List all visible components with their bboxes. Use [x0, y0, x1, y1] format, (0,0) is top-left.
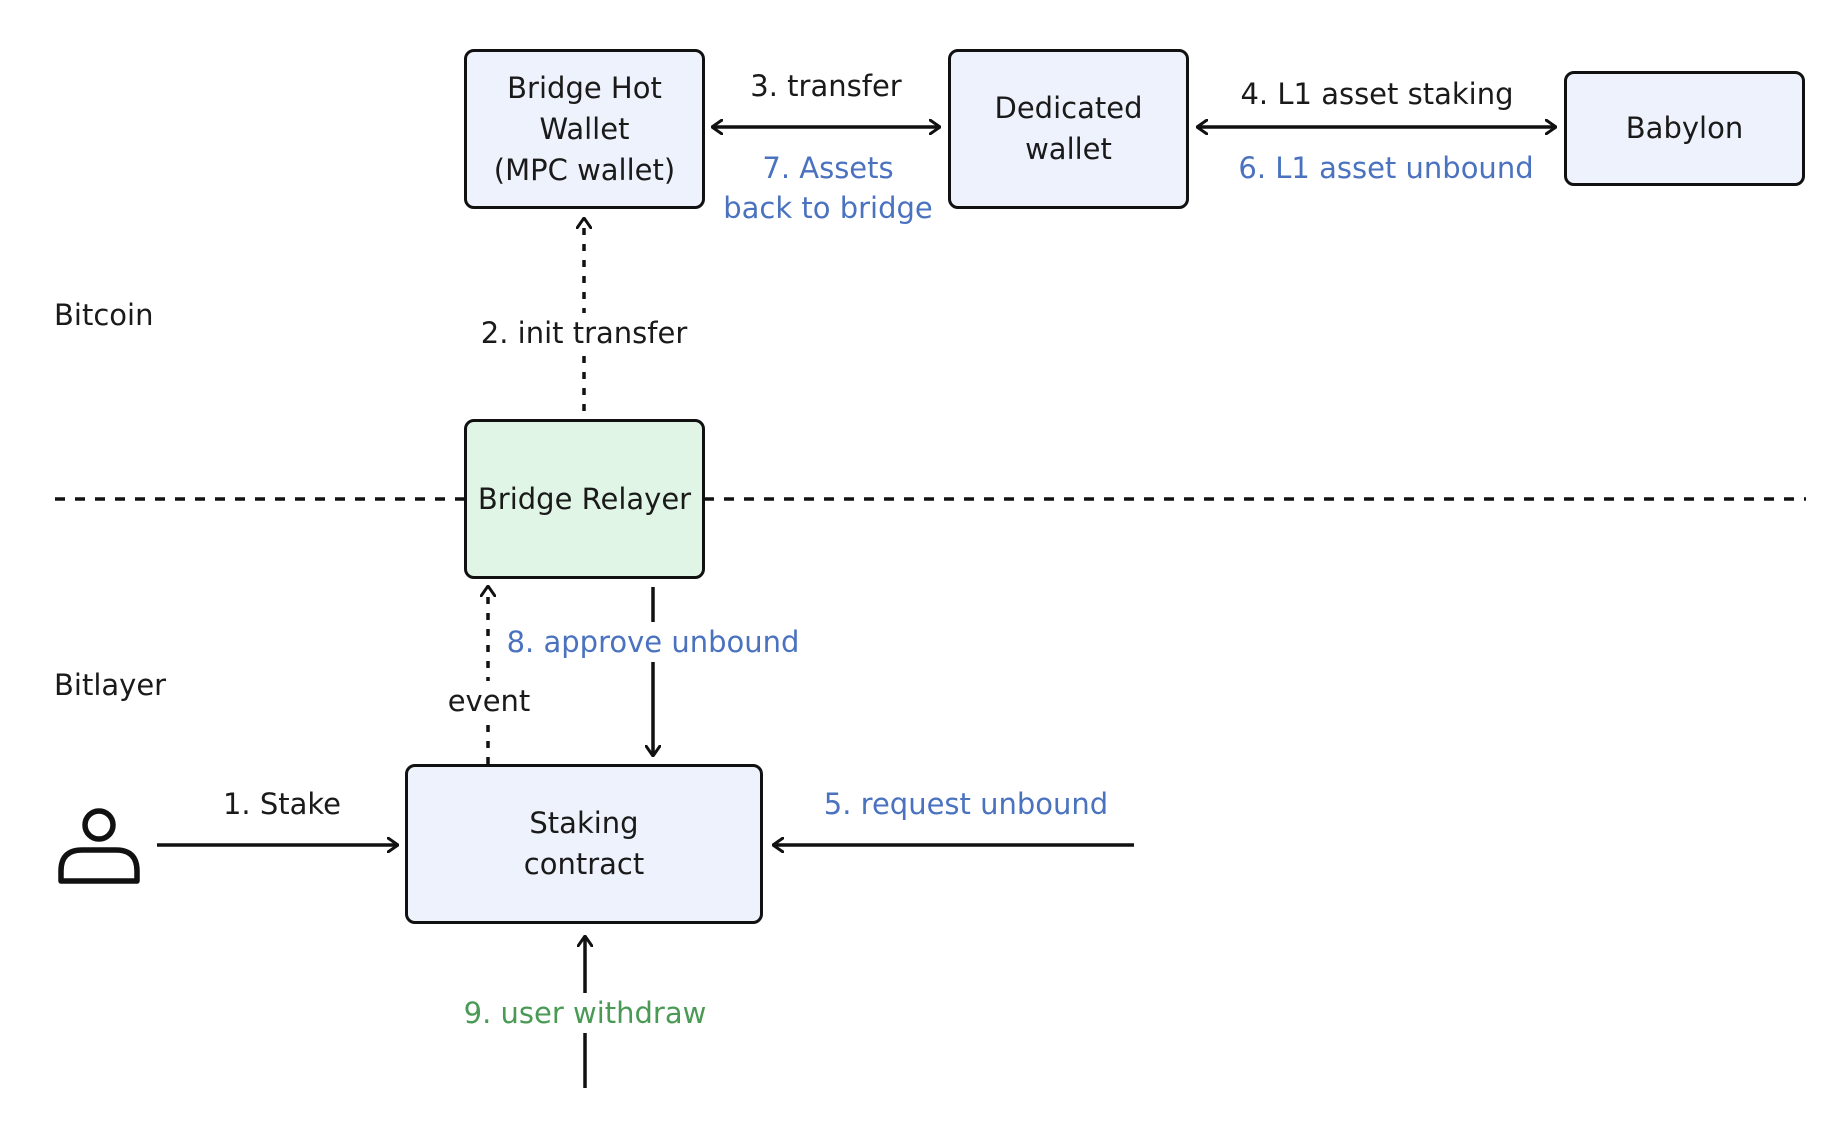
- layer-label-bitlayer: Bitlayer: [54, 668, 167, 702]
- edge-label-assets-back: 7. Assets back to bridge: [723, 151, 933, 225]
- node-bridge-relayer[interactable]: Bridge Relayer: [464, 419, 705, 579]
- edge-label-transfer: 3. transfer: [750, 69, 902, 103]
- node-label: Bridge Relayer: [477, 481, 692, 516]
- edge-label-stake: 1. Stake: [222, 787, 342, 821]
- edge-label-approve-unbound: 8. approve unbound: [500, 622, 806, 662]
- node-bridge-hot-wallet[interactable]: Bridge Hot Wallet (MPC wallet): [464, 49, 705, 209]
- node-staking-contract[interactable]: Staking contract: [405, 764, 763, 924]
- edge-label-request-unbound: 5. request unbound: [823, 787, 1109, 821]
- edge-label-event: event: [441, 681, 537, 721]
- edge-label-l1-unbound: 6. L1 asset unbound: [1238, 151, 1534, 185]
- node-babylon[interactable]: Babylon: [1564, 71, 1805, 186]
- edge-label-init-transfer: 2. init transfer: [474, 313, 694, 353]
- node-label: Staking contract: [523, 806, 645, 881]
- edge-label-l1-staking: 4. L1 asset staking: [1240, 77, 1514, 111]
- edge-label-user-withdraw: 9. user withdraw: [457, 993, 713, 1033]
- user-icon: [58, 808, 140, 884]
- layer-label-bitcoin: Bitcoin: [54, 298, 154, 332]
- node-label: Dedicated wallet: [994, 91, 1143, 166]
- node-label: Bridge Hot Wallet (MPC wallet): [493, 70, 676, 187]
- node-dedicated-wallet[interactable]: Dedicated wallet: [948, 49, 1189, 209]
- node-label: Babylon: [1625, 111, 1744, 145]
